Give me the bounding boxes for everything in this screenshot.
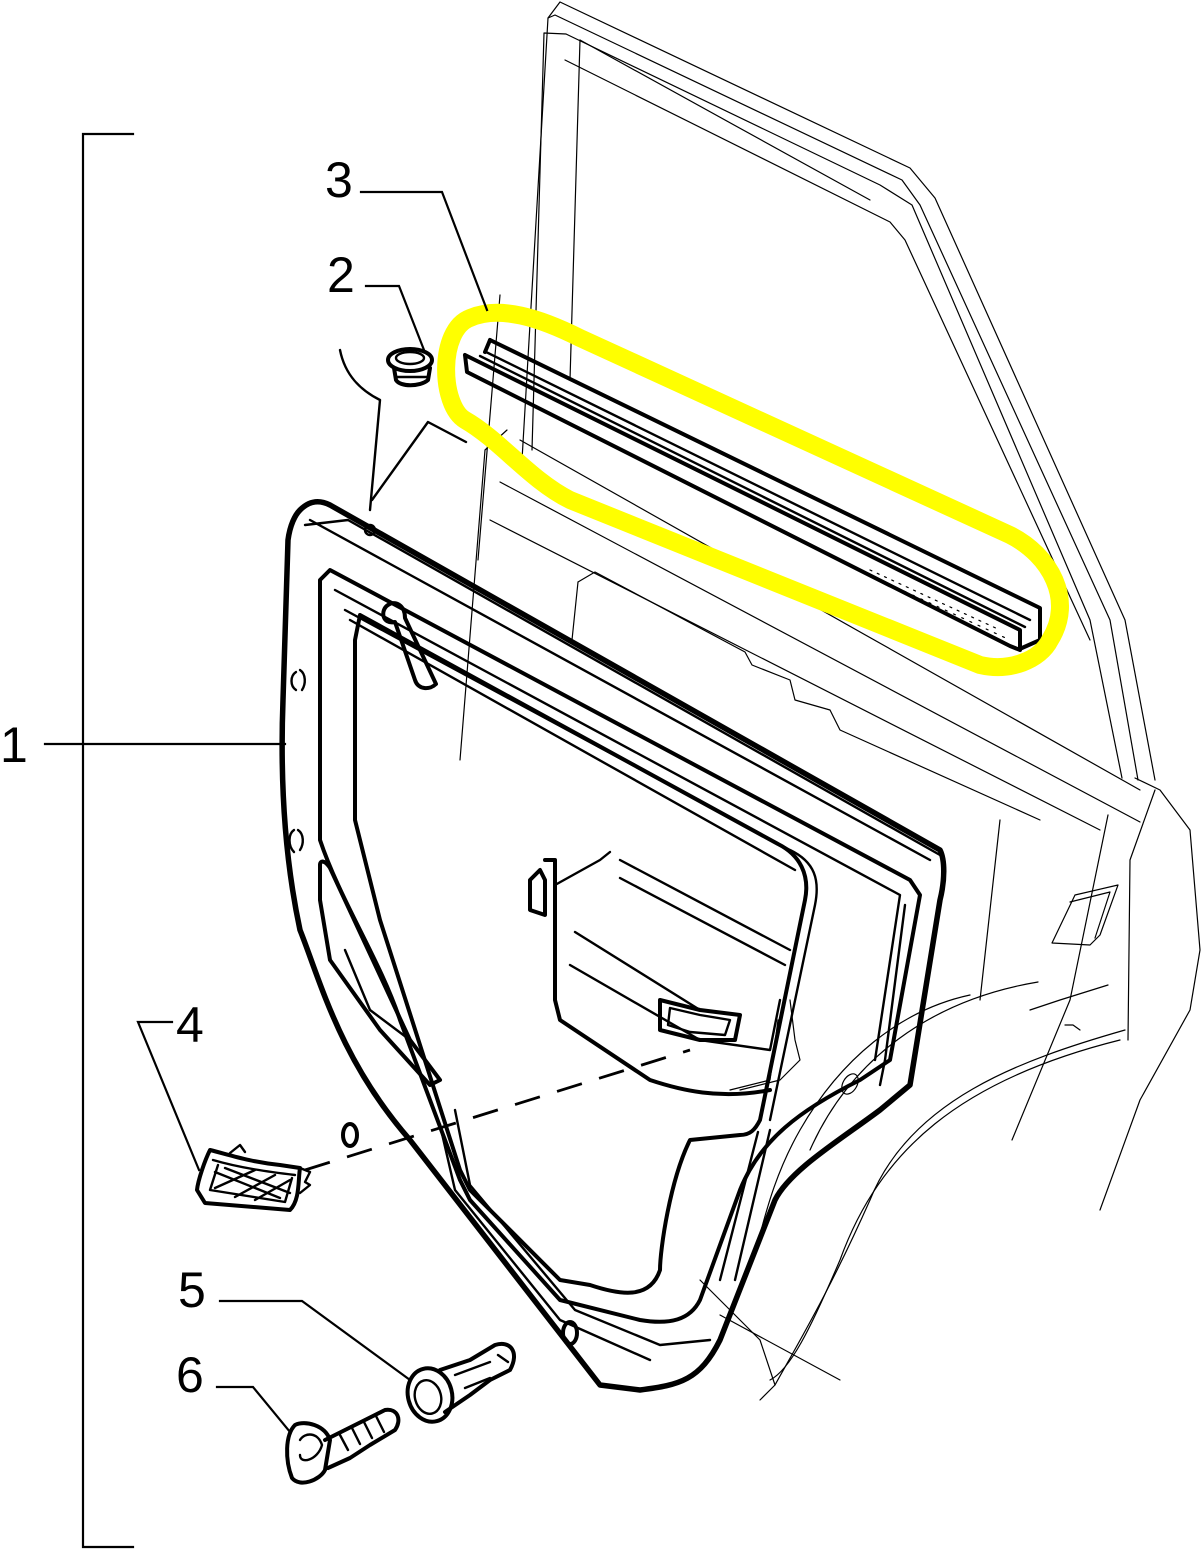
highlight-loop <box>437 303 1069 676</box>
part-5-clip[interactable] <box>402 1341 516 1427</box>
callout-3[interactable]: 3 <box>325 152 353 208</box>
part-3-belt-seal[interactable] <box>463 338 1042 652</box>
callout-5[interactable]: 5 <box>178 1262 206 1318</box>
part-4-grille[interactable] <box>195 1143 312 1212</box>
part-6-screw[interactable] <box>285 1407 401 1485</box>
part-1-trim-panel[interactable] <box>279 498 947 1393</box>
car-body-outline <box>459 1 1201 1401</box>
leader-lines <box>43 132 489 1549</box>
part-2-plug[interactable] <box>386 347 434 388</box>
callout-1[interactable]: 1 <box>0 717 28 773</box>
callout-6[interactable]: 6 <box>176 1347 204 1403</box>
callout-2[interactable]: 2 <box>327 247 355 303</box>
callout-4[interactable]: 4 <box>176 997 204 1053</box>
assembly-dashed-line <box>304 1048 691 1172</box>
